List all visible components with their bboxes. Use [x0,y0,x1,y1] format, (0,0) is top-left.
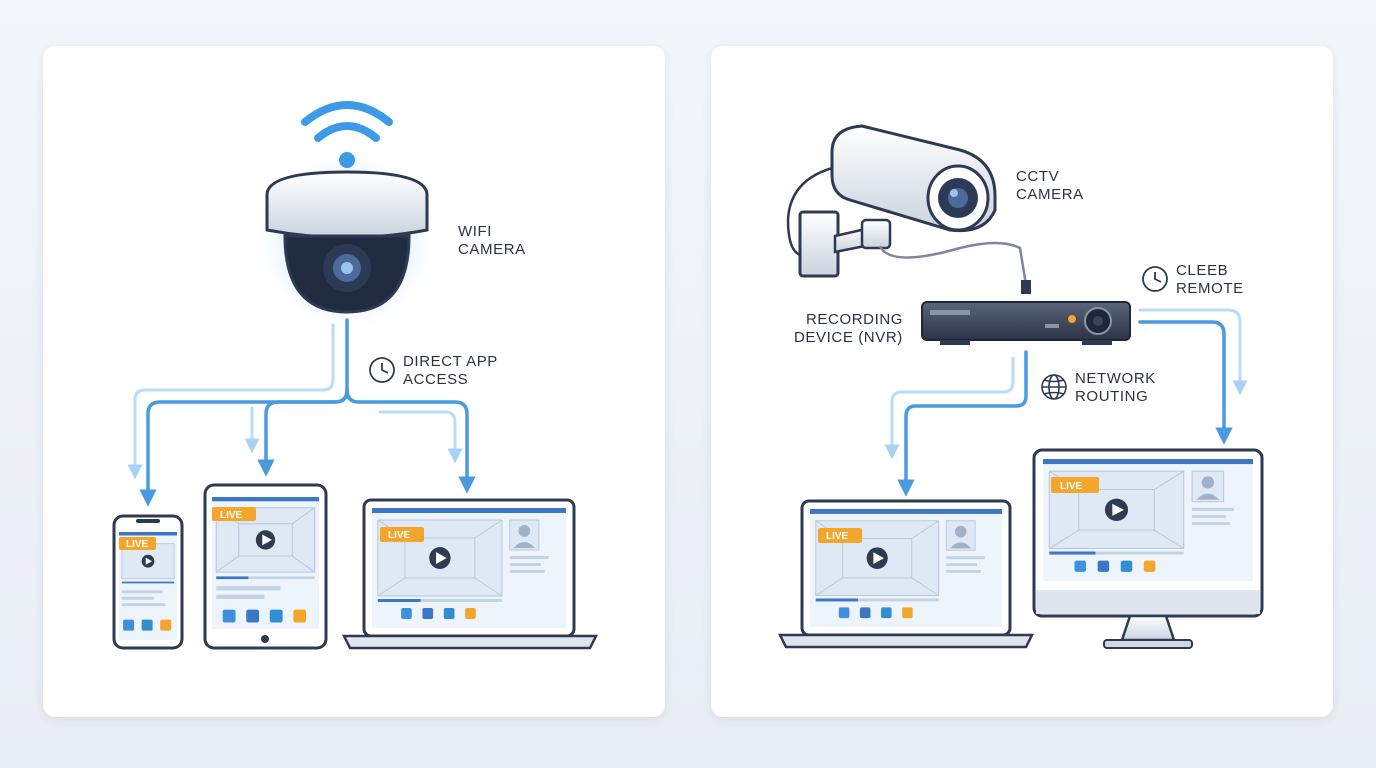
cctv-camera-label-line1: CCTV [1016,168,1059,185]
dome-camera-icon [265,170,429,314]
connection-arrows-right [884,308,1248,497]
direct-access-label-line2: ACCESS [403,371,468,388]
live-badge-tablet: LIVE [220,510,243,521]
clock-icon-remote [1142,266,1168,292]
wifi-camera-group [252,101,442,335]
direct-access-label-line1: DIRECT APP [403,353,498,370]
routing-label-line1: NETWORK [1075,370,1156,387]
cctv-camera-icon [786,124,1031,294]
globe-icon [1041,374,1067,400]
live-badge-phone: LIVE [126,539,149,550]
remote-label-line2: REMOTE [1176,280,1244,297]
wifi-camera-label-line1: WIFI [458,223,492,240]
laptop-icon-right: LIVE [777,499,1035,649]
clock-icon [369,357,395,383]
smartphone-icon: LIVE [112,514,184,650]
live-badge-laptop: LIVE [388,530,411,541]
nvr-recorder-icon [921,301,1131,345]
wifi-signal-icon [301,101,393,168]
nvr-label-line1: RECORDING [806,311,903,328]
tablet-icon: LIVE [203,483,328,650]
live-badge-monitor: LIVE [1060,481,1083,492]
desktop-monitor-icon: LIVE [1032,448,1264,649]
laptop-icon: LIVE [341,498,599,650]
live-badge-laptop-right: LIVE [826,531,849,542]
cctv-camera-label-line2: CAMERA [1016,186,1084,203]
nvr-label-line2: DEVICE (NVR) [794,329,903,346]
remote-label-line1: CLEEB [1176,262,1228,279]
routing-label-line2: ROUTING [1075,388,1148,405]
wifi-camera-label-line2: CAMERA [458,241,526,258]
connection-arrows-left [127,318,476,507]
